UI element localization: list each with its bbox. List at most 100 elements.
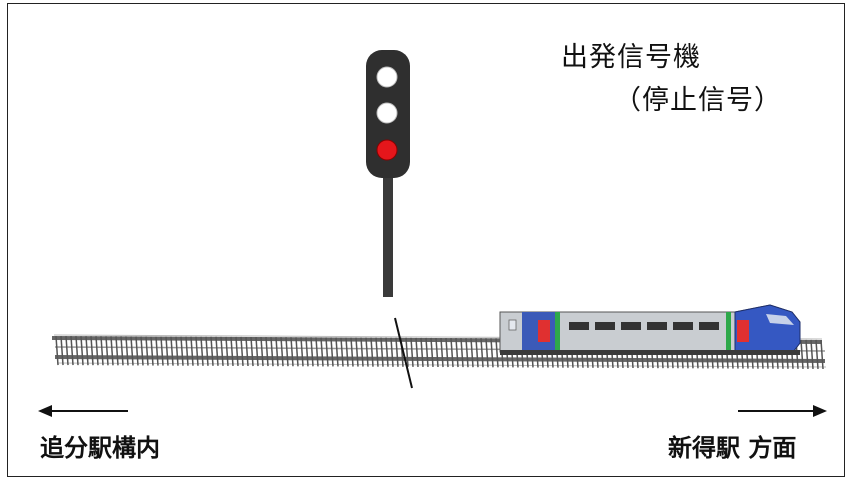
rail-tie: [255, 337, 259, 367]
rail-tie: [110, 336, 114, 366]
signal-pole: [383, 175, 393, 297]
rail-tie: [180, 336, 184, 366]
rail-tie: [275, 337, 279, 367]
rail-tie: [405, 337, 409, 367]
signal-status: （停止信号）: [614, 85, 782, 116]
rail-tie: [305, 337, 309, 367]
rail-tie: [330, 337, 334, 367]
rail-tie: [160, 336, 164, 366]
rail-tie: [170, 336, 174, 366]
rail-tie: [390, 337, 394, 367]
rail-tie: [240, 336, 244, 367]
rail-tie: [95, 336, 99, 366]
signal-lamp-middle: [376, 102, 398, 124]
rail-tie: [365, 337, 369, 367]
rail-tie: [395, 337, 399, 367]
rail-tie: [150, 336, 154, 366]
rail-tie: [815, 339, 819, 370]
rail-tie: [140, 336, 144, 366]
rail-tie: [210, 336, 214, 366]
rail-tie: [450, 338, 454, 368]
rail-tie: [230, 336, 234, 366]
rail-tie: [335, 337, 339, 367]
rail-tie: [420, 337, 424, 367]
rail-tie: [200, 336, 204, 366]
rail-tie: [410, 337, 414, 367]
signal-lamp-bottom: [376, 139, 398, 161]
rail-tie: [440, 337, 444, 368]
direction-right-label: 新得駅 方面: [668, 434, 797, 462]
rail-tie: [280, 337, 284, 367]
rail-tie: [350, 337, 354, 367]
rail-tie: [125, 336, 129, 366]
rail-tie: [155, 336, 159, 366]
rail-tie: [235, 336, 239, 367]
rail-tie: [225, 336, 229, 366]
rail-tie: [145, 336, 149, 366]
rail-tie: [130, 336, 134, 366]
train-icon: [499, 304, 801, 355]
rail-tie: [85, 336, 89, 366]
rail-tie: [80, 336, 84, 366]
rail-tie: [340, 337, 344, 367]
rail-tie: [290, 337, 294, 367]
rail-tie: [355, 337, 359, 367]
rail-tie: [480, 338, 484, 368]
rail-tie: [310, 337, 314, 367]
signal-lamp-top: [376, 66, 398, 88]
rail-tie: [475, 338, 479, 368]
rail-tie: [105, 336, 109, 366]
left-arrow-icon: [38, 405, 128, 417]
rail-tie: [55, 335, 59, 366]
rail-tie: [90, 336, 94, 366]
rail-tie: [425, 337, 429, 367]
rail-tie: [385, 337, 389, 367]
rail-tie: [375, 337, 379, 367]
rail-tie: [165, 336, 169, 366]
direction-left-label: 追分駅構内: [40, 434, 160, 462]
rail-tie: [445, 337, 449, 368]
rail-tie: [265, 337, 269, 367]
rail-tie: [805, 339, 809, 369]
rail-tie: [185, 336, 189, 366]
rail-tie: [370, 337, 374, 367]
rail-tie: [135, 336, 139, 366]
rail-tie: [245, 336, 249, 367]
rail-tie: [250, 336, 254, 367]
rail-tie: [430, 337, 434, 368]
rail-tie: [465, 338, 469, 368]
rail-tie: [175, 336, 179, 366]
right-arrow-icon: [738, 405, 827, 417]
rail-tie: [470, 338, 474, 368]
rail-tie: [485, 338, 489, 368]
signal-boundary-mark: [394, 317, 413, 389]
signal-icon: [366, 50, 410, 297]
rail-tie: [435, 337, 439, 368]
rail-tie: [320, 337, 324, 367]
rail-tie: [260, 337, 264, 367]
rail-tie: [60, 335, 64, 366]
rail-tie: [315, 337, 319, 367]
rail-tie: [75, 336, 79, 366]
rail-tie: [810, 339, 814, 369]
rail-tie: [270, 337, 274, 367]
rail-tie: [190, 336, 194, 366]
rail-tie: [65, 336, 69, 366]
rail-tie: [205, 336, 209, 366]
signal-title: 出発信号機: [561, 42, 701, 73]
rail-tie: [380, 337, 384, 367]
rail-tie: [345, 337, 349, 367]
rail-tie: [295, 337, 299, 367]
rail-tie: [215, 336, 219, 366]
rail-tie: [220, 336, 224, 366]
rail-tie: [455, 338, 459, 368]
rail-tie: [360, 337, 364, 367]
rail-tie: [325, 337, 329, 367]
rail-tie: [285, 337, 289, 367]
rail-tie: [800, 339, 804, 369]
rail-tie: [70, 336, 74, 366]
rail-tie: [120, 336, 124, 366]
rail-tie: [460, 338, 464, 368]
rail-tie: [100, 336, 104, 366]
